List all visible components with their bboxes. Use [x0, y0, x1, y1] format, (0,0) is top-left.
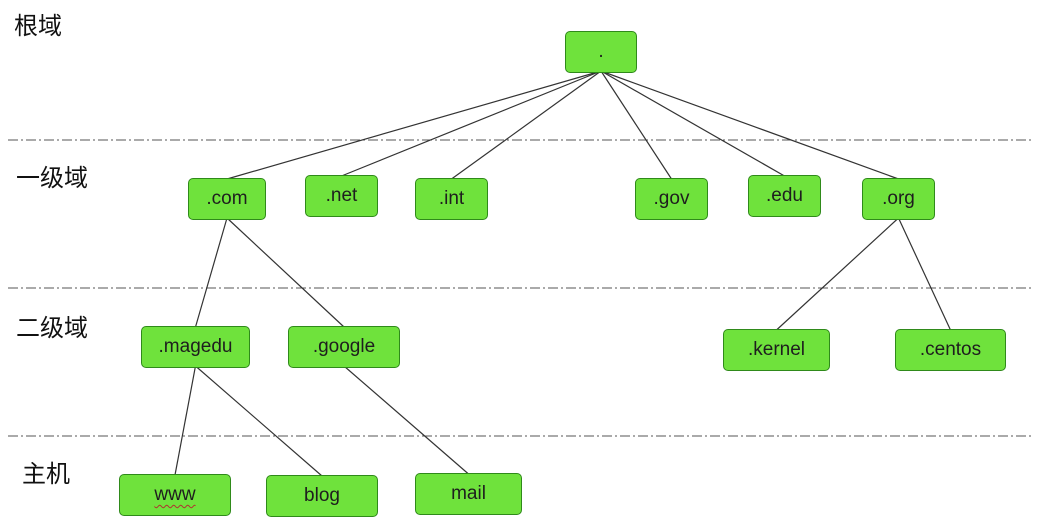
node-centos-label: .centos [919, 339, 982, 360]
edge-magedu-blog [195, 365, 323, 477]
node-kernel-label: .kernel [747, 339, 806, 360]
node-blog: blog [266, 475, 378, 517]
node-magedu: .magedu [141, 326, 250, 368]
node-org-label: .org [882, 188, 915, 209]
edge-root-gov [600, 70, 673, 180]
node-edu: .edu [748, 175, 821, 217]
node-net: .net [305, 175, 378, 217]
edge-root-int [451, 70, 602, 180]
level-label-root: 根域 [14, 12, 62, 40]
edge-root-com [226, 70, 602, 180]
edge-root-net [341, 70, 602, 177]
node-com-label: .com [206, 188, 248, 209]
node-www-label: www [154, 484, 196, 505]
node-gov-label: .gov [653, 188, 690, 209]
node-com: .com [188, 178, 266, 220]
node-blog-label: blog [304, 485, 340, 506]
node-gov: .gov [635, 178, 708, 220]
node-int-label: .int [438, 188, 465, 209]
node-centos: .centos [895, 329, 1006, 371]
node-mail: mail [415, 473, 522, 515]
node-google: .google [288, 326, 400, 368]
edge-google-mail [343, 365, 469, 475]
edge-root-edu [600, 70, 785, 177]
node-mail-label: mail [451, 483, 486, 504]
tree-edges [174, 70, 952, 477]
node-magedu-label: .magedu [158, 336, 233, 357]
node-kernel: .kernel [723, 329, 830, 371]
edge-org-centos [897, 217, 952, 331]
node-net-label: .net [325, 185, 358, 206]
level-label-tld: 一级域 [16, 164, 88, 192]
node-int: .int [415, 178, 488, 220]
node-www: www [119, 474, 231, 516]
node-root-label: . [598, 41, 604, 62]
edge-org-kernel [776, 217, 899, 331]
node-edu-label: .edu [766, 185, 803, 206]
edge-magedu-www [174, 365, 197, 476]
edge-root-org [600, 70, 899, 180]
level-label-host: 主机 [22, 460, 70, 488]
node-org: .org [862, 178, 935, 220]
node-google-label: .google [312, 336, 376, 357]
edge-com-google [226, 217, 345, 328]
level-label-sld: 二级域 [16, 314, 88, 342]
edge-com-magedu [194, 217, 228, 328]
node-root: . [565, 31, 637, 73]
